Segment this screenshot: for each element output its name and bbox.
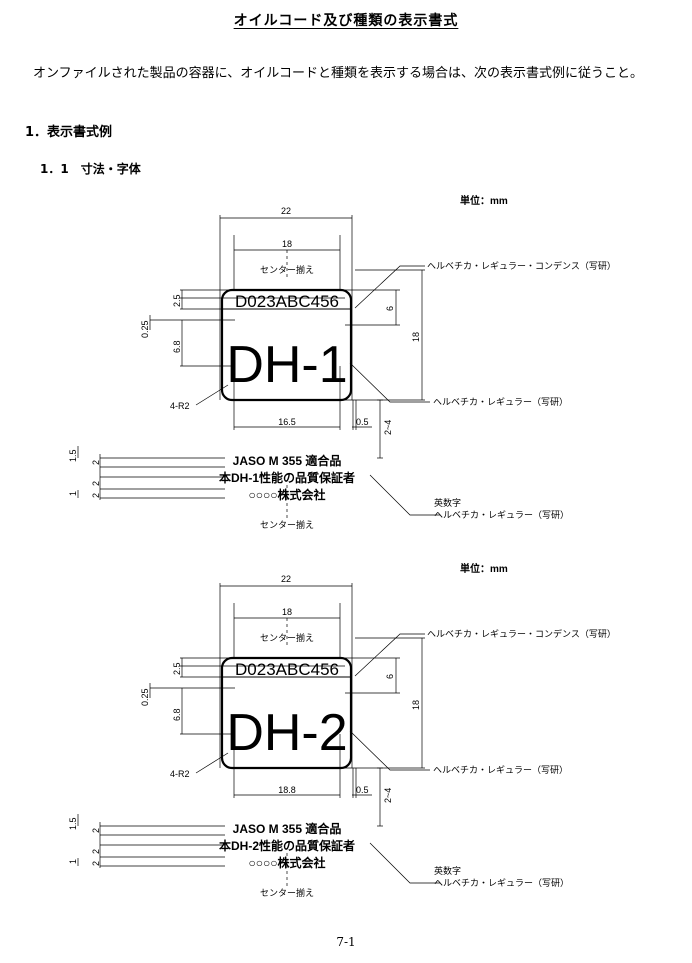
text-line-3: ○○○○株式会社: [249, 855, 326, 870]
dim-width-bottom: 18.8: [278, 785, 296, 795]
intro-paragraph: オンファイルされた製品の容器に、オイルコードと種類を表示する場合は、次の表示書式…: [20, 66, 643, 81]
note-regular: ヘルベチカ・レギュラー（写研）: [433, 397, 568, 407]
text-line-2: 本DH-1性能の品質保証者: [219, 470, 355, 485]
note-regular: ヘルベチカ・レギュラー（写研）: [433, 765, 568, 775]
oil-code-text: D023ABC456: [235, 660, 339, 679]
dim-6: 6: [385, 674, 395, 679]
dim-1-5: 1.5: [68, 817, 78, 830]
dim-2-5: 2.5: [172, 294, 182, 307]
dim-0-25: 0.25: [140, 688, 150, 706]
dim-2a: 2: [91, 460, 101, 465]
page-number: 7-1: [336, 935, 356, 949]
dim-width-bottom: 16.5: [278, 417, 296, 427]
dim-0-5: 0.5: [356, 417, 369, 427]
note-alnum: 英数字: [434, 497, 461, 508]
dim-2-4: 2~4: [383, 420, 393, 435]
dim-0-5: 0.5: [356, 785, 369, 795]
dim-width-inner: 18: [282, 239, 292, 249]
center-align-top-label: センター揃え: [260, 632, 314, 643]
radius-label: 4-R2: [170, 769, 190, 779]
dim-6-8: 6.8: [172, 340, 182, 353]
note-alnum-2: ヘルベチカ・レギュラー（写研）: [434, 878, 569, 888]
dim-18: 18: [411, 332, 421, 342]
text-line-2: 本DH-2性能の品質保証者: [219, 838, 355, 853]
center-align-bottom-label: センター揃え: [260, 887, 314, 898]
dim-2c: 2: [91, 493, 101, 498]
dim-width-outer: 22: [281, 574, 291, 584]
dim-2b: 2: [91, 481, 101, 486]
subsection-heading: 1．1 寸法・字体: [40, 162, 141, 176]
dim-1-5: 1.5: [68, 449, 78, 462]
grade-text: DH-2: [226, 704, 347, 762]
dim-2a: 2: [91, 828, 101, 833]
dim-1: 1: [68, 859, 78, 864]
dim-2-4: 2~4: [383, 788, 393, 803]
dim-6-8: 6.8: [172, 708, 182, 721]
dim-6: 6: [385, 306, 395, 311]
text-line-3: ○○○○株式会社: [249, 487, 326, 502]
dim-2b: 2: [91, 849, 101, 854]
dim-18: 18: [411, 700, 421, 710]
dim-width-outer: 22: [281, 206, 291, 216]
unit-label: 単位：mm: [460, 562, 508, 575]
note-condensed: ヘルベチカ・レギュラー・コンデンス（写研）: [427, 628, 616, 639]
dim-2c: 2: [91, 861, 101, 866]
format-figure-1: 単位：mm 22 18 センター揃え D023ABC456 DH-1 2.5 0…: [68, 194, 616, 530]
center-align-bottom-label: センター揃え: [260, 519, 314, 530]
dim-0-25: 0.25: [140, 320, 150, 338]
text-line-1: JASO M 355 適合品: [233, 821, 342, 836]
radius-label: 4-R2: [170, 401, 190, 411]
note-condensed: ヘルベチカ・レギュラー・コンデンス（写研）: [427, 260, 616, 271]
oil-code-text: D023ABC456: [235, 292, 339, 311]
center-align-top-label: センター揃え: [260, 264, 314, 275]
format-figure-2: 単位：mm 22 18 センター揃え D023ABC456 DH-2 2.5 0…: [68, 562, 616, 898]
note-alnum-2: ヘルベチカ・レギュラー（写研）: [434, 510, 569, 520]
section-heading: 1．表示書式例: [25, 125, 113, 140]
grade-text: DH-1: [226, 336, 347, 394]
dim-1: 1: [68, 491, 78, 496]
dim-width-inner: 18: [282, 607, 292, 617]
unit-label: 単位：mm: [460, 194, 508, 207]
page-title: オイルコード及び種類の表示書式: [233, 13, 459, 29]
note-alnum: 英数字: [434, 865, 461, 876]
text-line-1: JASO M 355 適合品: [233, 453, 342, 468]
dim-2-5: 2.5: [172, 662, 182, 675]
